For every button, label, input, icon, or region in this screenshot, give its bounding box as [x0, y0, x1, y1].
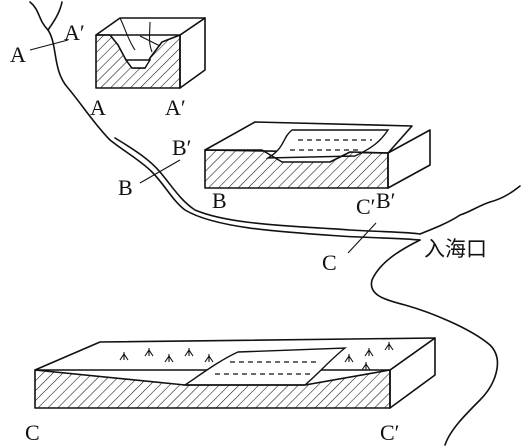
label-b-prime-top: B′: [172, 135, 192, 160]
label-b-left: B: [118, 175, 133, 200]
label-b-prime-bottom: B′: [376, 188, 396, 213]
label-c-mid: C: [322, 250, 337, 275]
label-c-prime-mid: C′: [356, 194, 376, 219]
label-b-bottom: B: [212, 188, 227, 213]
pointer-lines: [29, 39, 377, 254]
block-b-cross-section: [204, 121, 431, 189]
labels: A A′ A A′ B′ B B B′ C′ C 入海口 C C′: [10, 20, 487, 445]
label-c-bottom: C: [25, 420, 40, 445]
label-c-prime-bottom: C′: [380, 420, 400, 445]
label-a-top-left: A: [10, 42, 26, 67]
vegetation-marks: [119, 342, 394, 371]
label-a-prime-top: A′: [64, 20, 85, 45]
block-c-cross-section: [34, 337, 436, 409]
label-estuary: 入海口: [424, 237, 487, 261]
label-a-prime-bottom: A′: [165, 95, 186, 120]
block-a-cross-section: [95, 17, 206, 89]
label-a-bottom: A: [90, 95, 106, 120]
river-course: [29, 1, 521, 446]
